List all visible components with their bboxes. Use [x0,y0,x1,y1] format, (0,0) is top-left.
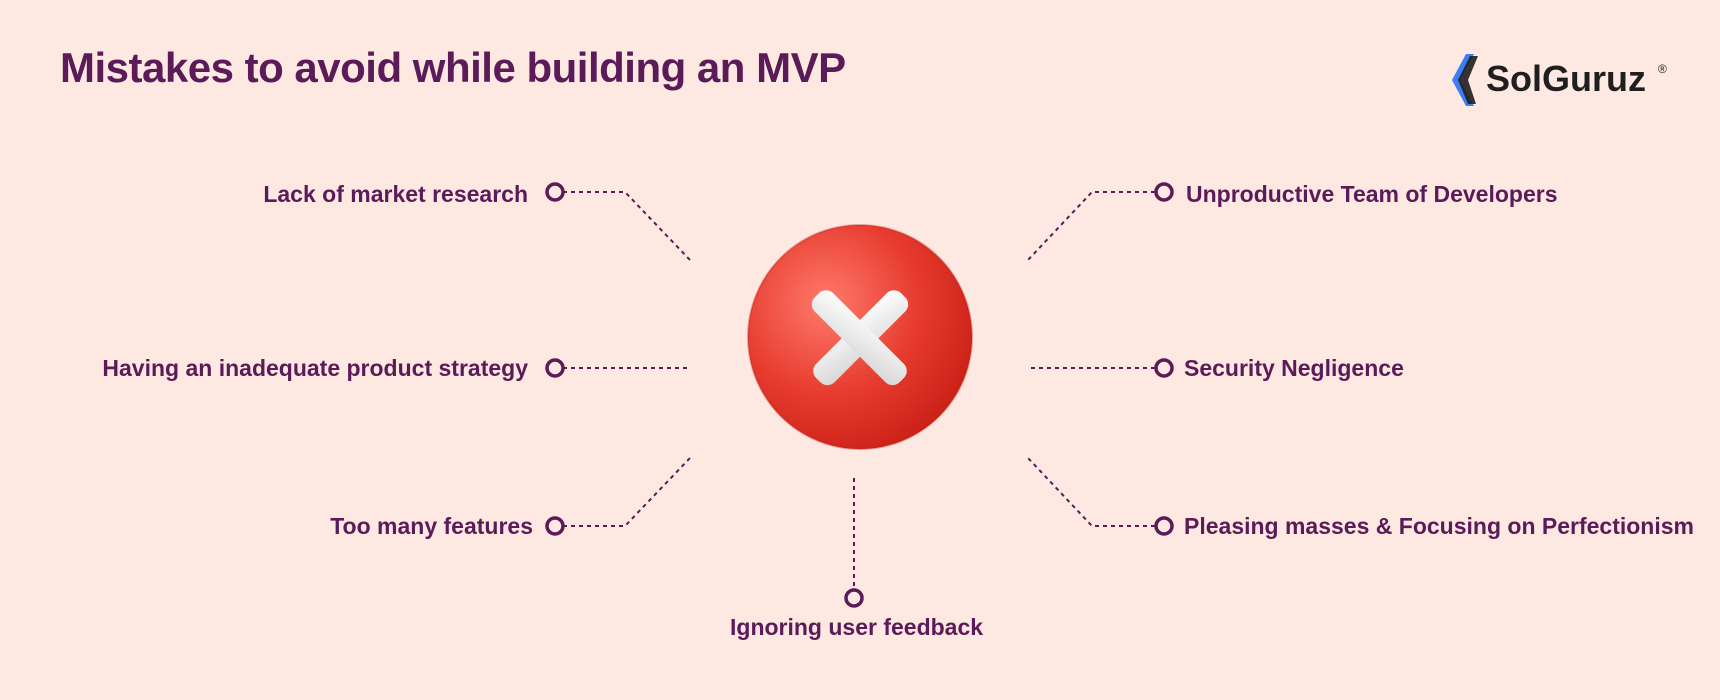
mistake-right-2: Security Negligence [1184,355,1404,381]
logo-text: SolGuruz [1486,58,1646,99]
mistake-left-3: Too many features [330,513,533,539]
connector-right-1 [1027,191,1155,261]
mistake-left-1: Lack of market research [263,181,528,207]
x-mark-icon [747,224,973,450]
logo-mark-icon [1452,54,1478,106]
node-bottom [844,588,864,608]
mistake-right-3: Pleasing masses & Focusing on Perfection… [1184,513,1694,539]
registered-mark: ® [1658,62,1667,76]
node-left-3 [545,516,565,536]
page-title: Mistakes to avoid while building an MVP [60,44,846,91]
mistake-bottom: Ignoring user feedback [730,614,984,640]
solguruz-logo: SolGuruz ® [1446,50,1667,110]
connector-right-3 [1027,457,1155,527]
node-right-1 [1154,182,1174,202]
node-right-2 [1154,358,1174,378]
node-left-1 [545,182,565,202]
connector-left-3 [563,457,691,527]
connector-left-1 [563,191,691,261]
mistake-left-2: Having an inadequate product strategy [102,355,528,381]
node-left-2 [545,358,565,378]
node-right-3 [1154,516,1174,536]
mistake-right-1: Unproductive Team of Developers [1186,181,1558,207]
